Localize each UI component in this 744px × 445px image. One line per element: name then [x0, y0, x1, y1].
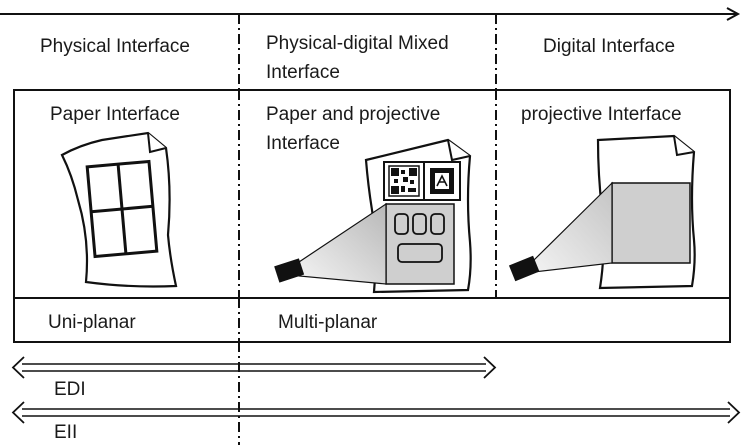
- interface-table: [13, 89, 731, 343]
- projection-beam-2: [533, 181, 613, 273]
- label-uni-planar: Uni-planar: [48, 312, 136, 333]
- projector-icon: [274, 258, 305, 283]
- projected-buttons-icon: [394, 213, 445, 263]
- pdf-icon: [430, 168, 454, 194]
- projected-screen-icon: [508, 134, 696, 290]
- paper-sheet-icon: [60, 131, 178, 288]
- paper-with-qr-and-buttons-icon: [274, 138, 472, 294]
- projector-icon-2: [508, 255, 540, 282]
- caption-paper-projective-line2: Interface: [266, 133, 340, 154]
- caption-projective-interface: projective Interface: [521, 104, 682, 125]
- label-multi-planar: Multi-planar: [278, 312, 378, 333]
- header-mixed-interface-line1: Physical-digital Mixed: [266, 33, 449, 54]
- header-digital-interface: Digital Interface: [543, 36, 676, 57]
- projected-panel-2: [611, 182, 691, 264]
- caption-paper-interface: Paper Interface: [50, 104, 180, 125]
- header-physical-interface: Physical Interface: [40, 36, 190, 57]
- label-eii: EII: [54, 422, 78, 443]
- label-edi: EDI: [54, 379, 86, 400]
- header-mixed-interface-line2: Interface: [266, 62, 340, 83]
- eii-range-arrow: [11, 401, 741, 424]
- edi-range-arrow: [11, 356, 497, 379]
- projection-beam: [298, 202, 387, 285]
- qr-code-icon: [388, 165, 420, 197]
- top-axis-arrow: [0, 7, 741, 21]
- caption-paper-projective-line1: Paper and projective: [266, 104, 441, 125]
